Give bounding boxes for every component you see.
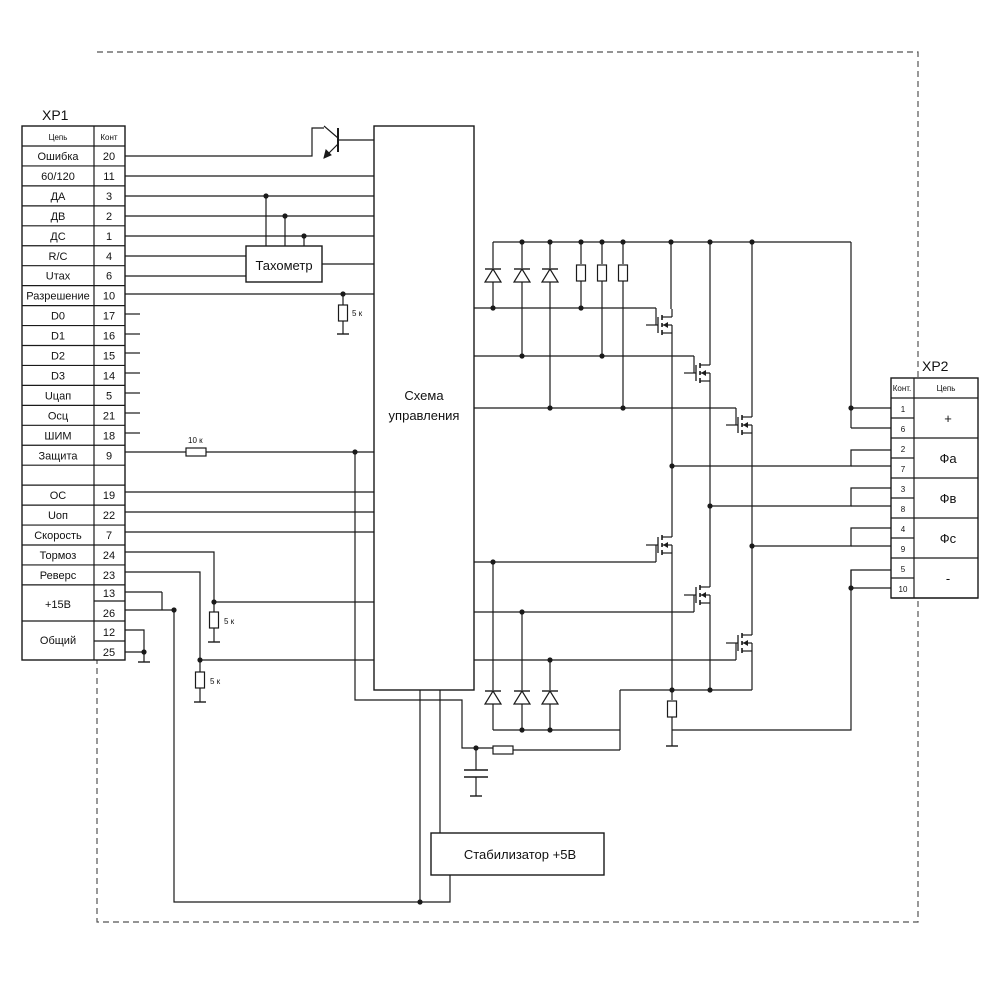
xp2-title: XP2 xyxy=(922,358,949,374)
xp1-row-circuit: Разрешение xyxy=(26,291,90,303)
xp1-row-contact: 1 xyxy=(106,231,112,243)
xp2-contact: 4 xyxy=(901,525,906,534)
xp1-row-circuit: ДА xyxy=(51,191,66,203)
xp2-header-contact: Конт. xyxy=(893,384,912,393)
xp1-common-contact-a: 12 xyxy=(103,627,115,639)
xp1-frame xyxy=(21,125,126,661)
xp1-common-contact-b: 25 xyxy=(103,647,115,659)
xp1-row-contact: 23 xyxy=(103,570,115,582)
xp1-row-circuit: D0 xyxy=(51,311,65,323)
xp1-row-contact: 16 xyxy=(103,331,115,343)
xp1-common-label: Общий xyxy=(40,635,76,647)
xp1-header-contact: Конт xyxy=(100,133,118,142)
xp1-row-circuit: ДВ xyxy=(51,211,66,223)
resistor-enable-label: 5 к xyxy=(352,309,363,318)
xp1-row-contact: 7 xyxy=(106,530,112,542)
resistor-reverse-label: 5 к xyxy=(210,677,221,686)
xp2-contact: 3 xyxy=(901,485,906,494)
xp1-row-contact: 21 xyxy=(103,410,115,422)
xp1-row-contact: 20 xyxy=(103,151,115,163)
resistor-protect-label: 10 к xyxy=(188,436,203,445)
xp2-circuit: - xyxy=(946,571,950,586)
xp1-row-circuit: ДС xyxy=(50,231,65,243)
xp1-15v-label: +15В xyxy=(45,599,71,611)
control-block-title-1: Схема xyxy=(404,388,444,403)
xp2-contact: 10 xyxy=(899,585,908,594)
xp1-row-circuit: ОС xyxy=(50,490,67,502)
xp2-contact: 6 xyxy=(901,425,906,434)
power-stage xyxy=(464,239,891,797)
enclosure-border xyxy=(96,51,919,923)
xp1-row-circuit: D3 xyxy=(51,370,65,382)
xp2-header-circuit: Цепь xyxy=(937,384,956,393)
xp1-row-circuit: Ошибка xyxy=(38,151,80,163)
xp1-row-circuit: D2 xyxy=(51,351,65,363)
xp1-row-contact: 15 xyxy=(103,351,115,363)
control-block-title-2: управления xyxy=(389,408,460,423)
xp1-row-circuit: Uоп xyxy=(48,510,68,522)
xp1-row-circuit: Uтах xyxy=(46,271,71,283)
xp2-circuit: + xyxy=(944,411,952,426)
xp1-row-contact: 18 xyxy=(103,430,115,442)
xp1-row-contact: 5 xyxy=(106,390,112,402)
xp1-row-contact: 10 xyxy=(103,291,115,303)
xp1-row-circuit: 60/120 xyxy=(41,171,75,183)
xp1-row-contact: 3 xyxy=(106,191,112,203)
xp1-row-contact: 14 xyxy=(103,370,115,382)
xp1-row-circuit: D1 xyxy=(51,331,65,343)
xp1-header-circuit: Цепь xyxy=(49,133,68,142)
xp1-row-circuit: ШИМ xyxy=(44,430,71,442)
xp1-row-contact: 9 xyxy=(106,450,112,462)
error-transistor xyxy=(323,125,374,159)
tachometer-block: Тахометр xyxy=(245,245,323,283)
xp2-contact: 7 xyxy=(901,465,906,474)
xp2-circuit: Фв xyxy=(940,491,957,506)
xp1-row-circuit: R/C xyxy=(49,251,68,263)
input-wiring: 5 к 10 к 5 к 5 к xyxy=(125,125,476,905)
xp1-row-contact: 19 xyxy=(103,490,115,502)
xp1-15v-contact-b: 26 xyxy=(103,608,115,620)
xp1-15v-contact-a: 13 xyxy=(103,588,115,600)
xp2-frame xyxy=(890,377,979,599)
xp1-row-contact: 11 xyxy=(103,171,114,183)
xp1-row-contact: 6 xyxy=(106,271,112,283)
xp1-row-contact: 2 xyxy=(106,211,112,223)
tachometer-label: Тахометр xyxy=(255,258,312,273)
xp2-contact: 9 xyxy=(901,545,906,554)
xp1-row-circuit: Защита xyxy=(39,450,79,462)
xp1-group-common: Общий 12 25 xyxy=(40,627,115,659)
control-block: Схема управления xyxy=(373,125,475,691)
xp1-row-circuit: Реверс xyxy=(40,570,77,582)
xp2-circuit: Фа xyxy=(939,451,957,466)
xp1-title: XP1 xyxy=(42,107,69,123)
stabilizer-label: Стабилизатор +5В xyxy=(464,847,576,862)
xp2-contact: 5 xyxy=(901,565,906,574)
xp2-contact: 1 xyxy=(901,405,906,414)
xp2-contact: 8 xyxy=(901,505,906,514)
xp1-row-contact: 24 xyxy=(103,550,115,562)
xp1-row-circuit: Осц xyxy=(48,410,69,422)
xp2-contact: 2 xyxy=(901,445,906,454)
connector-xp2: XP2 Конт. Цепь 1 6 +2 7 Фа 3 8 Фв 4 9 Фс 5 10 - xyxy=(890,358,979,599)
stabilizer-block: Стабилизатор +5В xyxy=(430,832,605,876)
xp1-row-contact: 22 xyxy=(103,510,115,522)
xp1-row-circuit: Uцап xyxy=(45,390,71,402)
xp1-row-circuit: Скорость xyxy=(34,530,82,542)
resistor-brake-label: 5 к xyxy=(224,617,235,626)
xp2-circuit: Фс xyxy=(940,531,957,546)
xp1-group-15v: +15В 13 26 xyxy=(45,588,115,620)
xp1-row-circuit: Тормоз xyxy=(40,550,77,562)
xp1-row-contact: 4 xyxy=(106,251,112,263)
xp1-row-contact: 17 xyxy=(103,311,115,323)
xp2-rows: 1 6 +2 7 Фа 3 8 Фв 4 9 Фс 5 10 - xyxy=(891,405,978,599)
